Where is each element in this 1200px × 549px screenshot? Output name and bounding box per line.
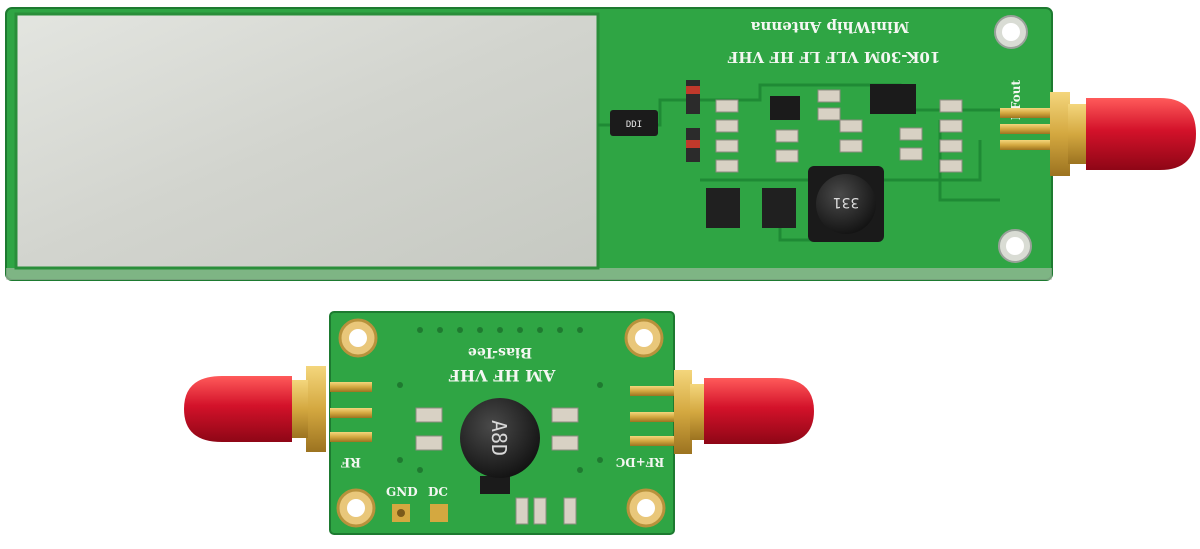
svg-text:DDI: DDI <box>626 120 642 130</box>
bias-tee-title: Bias-Tee <box>468 344 532 360</box>
inductor-a8d: A8D <box>460 398 540 478</box>
svg-text:A8D: A8D <box>487 420 511 456</box>
rf-out-connector <box>1000 92 1196 176</box>
bias-tee-right-port: RF+DC <box>616 455 665 469</box>
miniwhip-title: MiniWhip Antenna <box>750 18 909 36</box>
rf-dc-right-connector <box>630 370 814 454</box>
gnd-label: GND <box>386 485 418 499</box>
miniwhip-bands: 10K-30M VLF LF HF VHF <box>727 48 940 66</box>
svg-text:331: 331 <box>833 194 860 210</box>
bias-tee-bands: AM HF VHF <box>448 366 556 385</box>
miniwhip-board: MiniWhip Antenna 10K-30M VLF LF HF VHF R… <box>5 7 1196 281</box>
bias-tee-left-port: RF <box>340 454 361 469</box>
dc-label: DC <box>428 485 448 499</box>
smd-components: DDI <box>610 80 963 228</box>
rf-left-connector <box>184 366 372 452</box>
bias-tee-board: Bias-Tee AM HF VHF RF RF+DC GND DC A8D <box>184 311 814 535</box>
inductor-331: 331 <box>808 166 884 242</box>
antenna-plate <box>14 12 600 270</box>
